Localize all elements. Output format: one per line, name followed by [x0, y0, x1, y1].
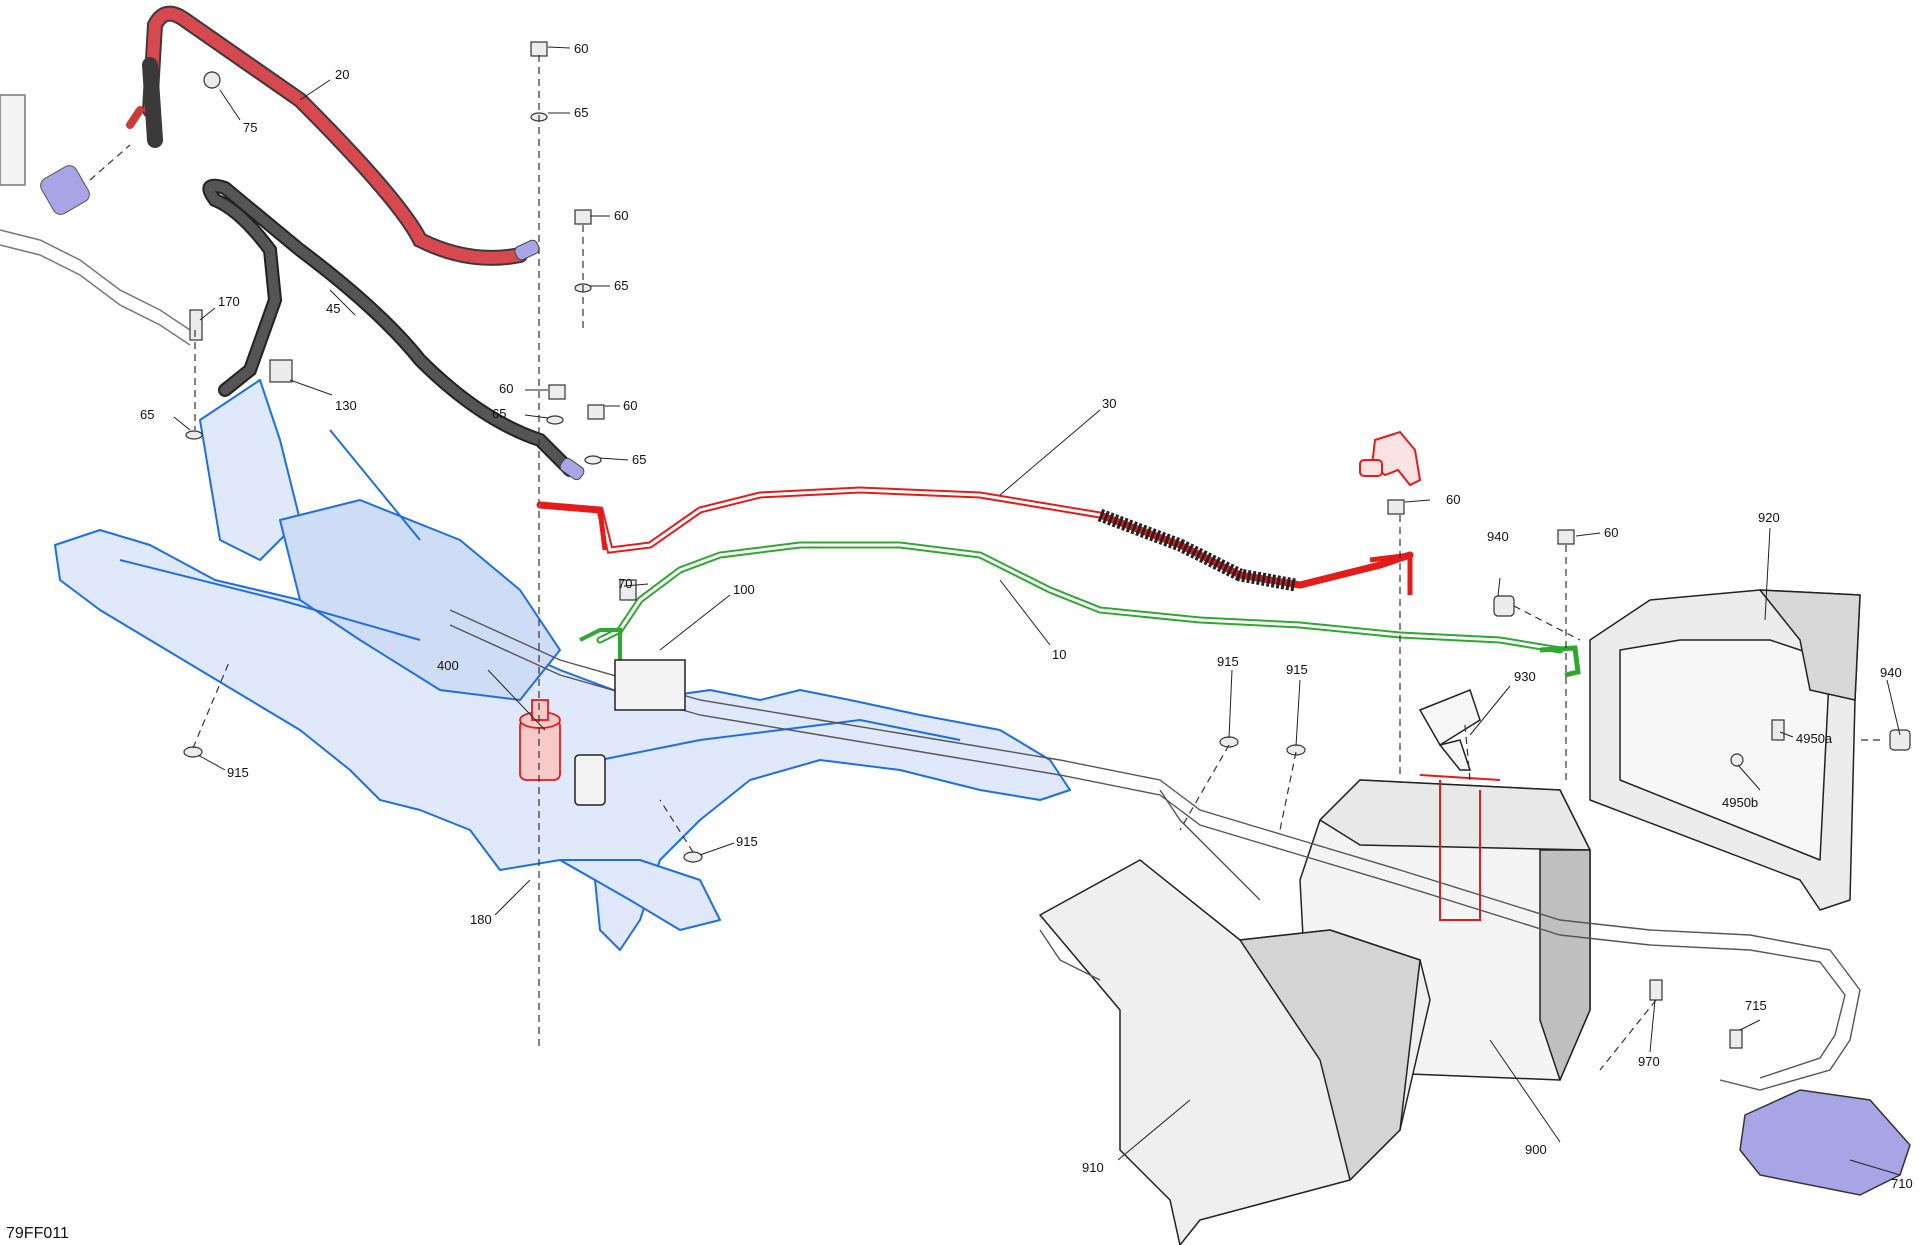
- callout-920: 920: [1758, 510, 1780, 525]
- fasteners: [183, 41, 1911, 1049]
- callout-900: 900: [1525, 1142, 1547, 1157]
- cable-10-ground: [596, 541, 1564, 654]
- callout-4950a: 4950a: [1796, 731, 1833, 746]
- callout-45: 45: [326, 301, 340, 316]
- callout-60-mid-left: 60: [499, 381, 513, 396]
- terminal-cover-red: [1359, 430, 1422, 487]
- callout-710: 710: [1891, 1176, 1913, 1191]
- callout-940-right: 940: [1880, 665, 1902, 680]
- bracket-10: [579, 628, 622, 680]
- callout-400: 400: [437, 658, 459, 673]
- battery-box-910: [1039, 859, 1431, 1245]
- callout-930: 930: [1514, 669, 1536, 684]
- relay-module: [574, 659, 686, 806]
- callout-100: 100: [733, 582, 755, 597]
- cable-20-positive: [126, 5, 528, 266]
- callout-715: 715: [1745, 998, 1767, 1013]
- callout-915-b: 915: [1286, 662, 1308, 677]
- terminal-bracket-30: [1369, 552, 1413, 595]
- corrugated-sleeve-30: [1097, 508, 1297, 592]
- callout-180: 180: [470, 912, 492, 927]
- cable-45-ground: [202, 178, 577, 477]
- callout-65-upper: 65: [614, 278, 628, 293]
- callout-915-left: 915: [227, 765, 249, 780]
- bracket-30: [539, 502, 608, 551]
- callout-20: 20: [335, 67, 349, 82]
- callout-65-mid-right: 65: [632, 452, 646, 467]
- callout-75: 75: [243, 120, 257, 135]
- terminal-lug-20: [514, 239, 540, 261]
- frame-support-180: [54, 379, 1071, 951]
- cover-920: [1589, 589, 1861, 911]
- strap-930: [1418, 689, 1481, 771]
- callout-60-top: 60: [574, 41, 588, 56]
- light-710: [1739, 1089, 1911, 1196]
- callouts: 20 75 45 170 130 65 60 65 60 65 60 65 60…: [140, 41, 1913, 1191]
- callout-70: 70: [618, 576, 632, 591]
- callout-970: 970: [1638, 1054, 1660, 1069]
- terminal-lug-45: [559, 457, 585, 481]
- leader-lines: [173, 46, 1901, 1176]
- callout-65-mid-left: 65: [492, 406, 506, 421]
- callout-130: 130: [335, 398, 357, 413]
- connector-lavender-left: [40, 165, 90, 215]
- solenoid-400: [519, 699, 561, 781]
- cable-30-positive: [536, 486, 1414, 589]
- callout-65-left: 65: [140, 407, 154, 422]
- callout-170: 170: [218, 294, 240, 309]
- battery-strap-930: [1419, 774, 1501, 921]
- callout-10: 10: [1052, 647, 1066, 662]
- callout-915-a: 915: [1217, 654, 1239, 669]
- callout-910: 910: [1082, 1160, 1104, 1175]
- terminal-bracket-10: [1539, 645, 1581, 678]
- wiring-harness-right: [449, 609, 1861, 1091]
- callout-30: 30: [1102, 396, 1116, 411]
- callout-940-left: 940: [1487, 529, 1509, 544]
- drawing-id: 79FF011: [6, 1225, 69, 1242]
- wiring-harness-left: [0, 94, 191, 346]
- callout-60-right: 60: [1604, 525, 1618, 540]
- assembly-lines: [89, 55, 1880, 1071]
- callout-60-upper: 60: [614, 208, 628, 223]
- callout-65-top: 65: [574, 105, 588, 120]
- callout-915-center: 915: [736, 834, 758, 849]
- callout-60-mid-right: 60: [623, 398, 637, 413]
- callout-60-terminal: 60: [1446, 492, 1460, 507]
- callout-4950b: 4950b: [1722, 795, 1758, 810]
